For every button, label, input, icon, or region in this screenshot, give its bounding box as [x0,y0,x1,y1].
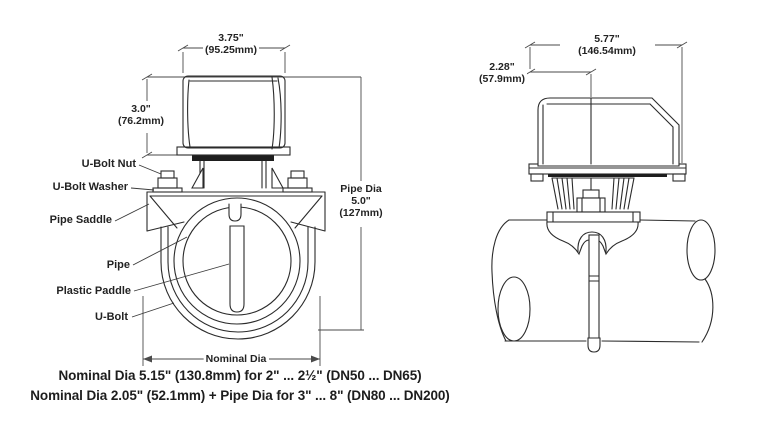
dim-height-front: 3.0" (76.2mm) [115,103,167,127]
mounting-base-side [528,163,687,223]
dim-width-front: 3.75" (95.25mm) [203,32,259,56]
dim-pipe-dia-in: 5.0" [351,195,371,207]
front-view-drawing [146,75,326,340]
side-view-drawing [491,97,716,353]
dim-width-side-in: 5.77" [594,33,620,45]
leader-lines [114,164,230,318]
dim-height-front-mm: (76.2mm) [117,115,165,127]
label-pipe-saddle: Pipe Saddle [49,214,112,226]
note-nominal-dia-large-pipes: Nominal Dia 2.05" (52.1mm) + Pipe Dia fo… [30,388,450,403]
dim-width-front-in: 3.75" [218,32,244,44]
label-u-bolt-nut: U-Bolt Nut [81,158,136,170]
dim-pipe-dia-label: Pipe Dia [340,183,382,195]
dim-nominal-dia: Nominal Dia [203,353,269,365]
u-bolt-outline [160,226,316,340]
u-bolt-washer-outline [152,187,313,193]
dim-offset-side-mm: (57.9mm) [478,73,526,85]
front-view-dimension-lines [141,44,364,366]
dim-offset-side-in: 2.28" [489,61,515,73]
stem-nut-body [576,197,606,213]
dim-pipe-dia: Pipe Dia 5.0" (127mm) [337,183,385,219]
label-plastic-paddle: Plastic Paddle [56,285,131,297]
mounting-neck [191,155,284,189]
dim-width-side: 5.77" (146.54mm) [576,33,638,57]
pipe-side-outline [491,219,716,343]
enclosure-box-front [176,75,291,156]
enclosure-box-side [537,97,680,167]
paddle-stem-side [587,234,601,353]
clamp-collar [546,211,641,223]
dim-width-side-mm: (146.54mm) [578,45,636,57]
stem-nut-top [582,189,600,199]
u-bolt-nut-outline [157,170,308,189]
label-u-bolt-washer: U-Bolt Washer [52,181,128,193]
plastic-paddle-outline [228,203,245,313]
dim-pipe-dia-mm: (127mm) [339,207,383,219]
label-pipe: Pipe [106,259,130,271]
label-u-bolt: U-Bolt [95,311,128,323]
side-view-dimension-lines [524,41,688,163]
note-nominal-dia-small-pipes: Nominal Dia 5.15" (130.8mm) for 2" ... 2… [58,368,422,383]
dim-width-front-mm: (95.25mm) [205,44,257,56]
dim-offset-side: 2.28" (57.9mm) [476,61,528,85]
dim-height-front-in: 3.0" [131,103,151,115]
